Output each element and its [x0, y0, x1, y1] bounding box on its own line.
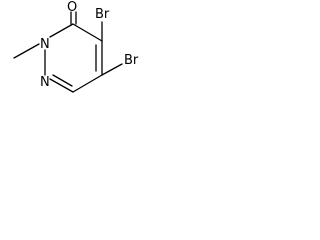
bond-n2-methyl [13, 43, 40, 59]
bond-c5-br [101, 63, 123, 76]
bromine-right-atom-label: Br [124, 53, 139, 68]
bromine-top-atom-label: Br [95, 7, 110, 22]
bond-c5-c6 [72, 74, 103, 93]
molecule-diagram: O Br Br N N [13, 0, 139, 93]
oxygen-atom-label: O [67, 0, 77, 15]
n-ring-atom-label: N [40, 75, 50, 90]
bond-c6-n1-inner [52, 74, 73, 87]
bond-n2-c3 [49, 23, 74, 38]
n-methyl-atom-label: N [40, 37, 50, 52]
bond-c3-c4 [72, 23, 103, 42]
bond-c6-n1 [49, 78, 74, 93]
structure-canvas: O Br Br N N [0, 0, 175, 120]
